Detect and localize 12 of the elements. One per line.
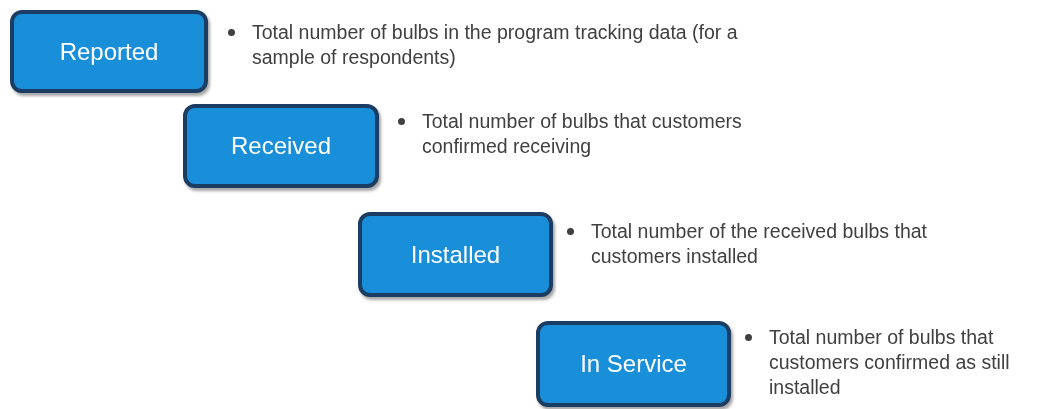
process-box [358, 212, 553, 297]
box-label: Reported [59, 37, 159, 66]
process-box [536, 321, 731, 407]
description-text: Total number of the received bulbs that customers installed [591, 219, 929, 269]
description-text: Total number of bulbs in the program tracking data (for a sample of respondents) [252, 20, 739, 70]
box-label: Received [230, 132, 332, 160]
box-label: Installed [410, 240, 501, 269]
box-label: In Service [580, 350, 687, 378]
description-text: Total number of bulbs that customers confirmed as still installed [769, 325, 1011, 400]
description-text: Total number of bulbs that customers confirmed receiving [422, 109, 743, 159]
process-box [10, 10, 208, 93]
process-box [183, 104, 379, 188]
